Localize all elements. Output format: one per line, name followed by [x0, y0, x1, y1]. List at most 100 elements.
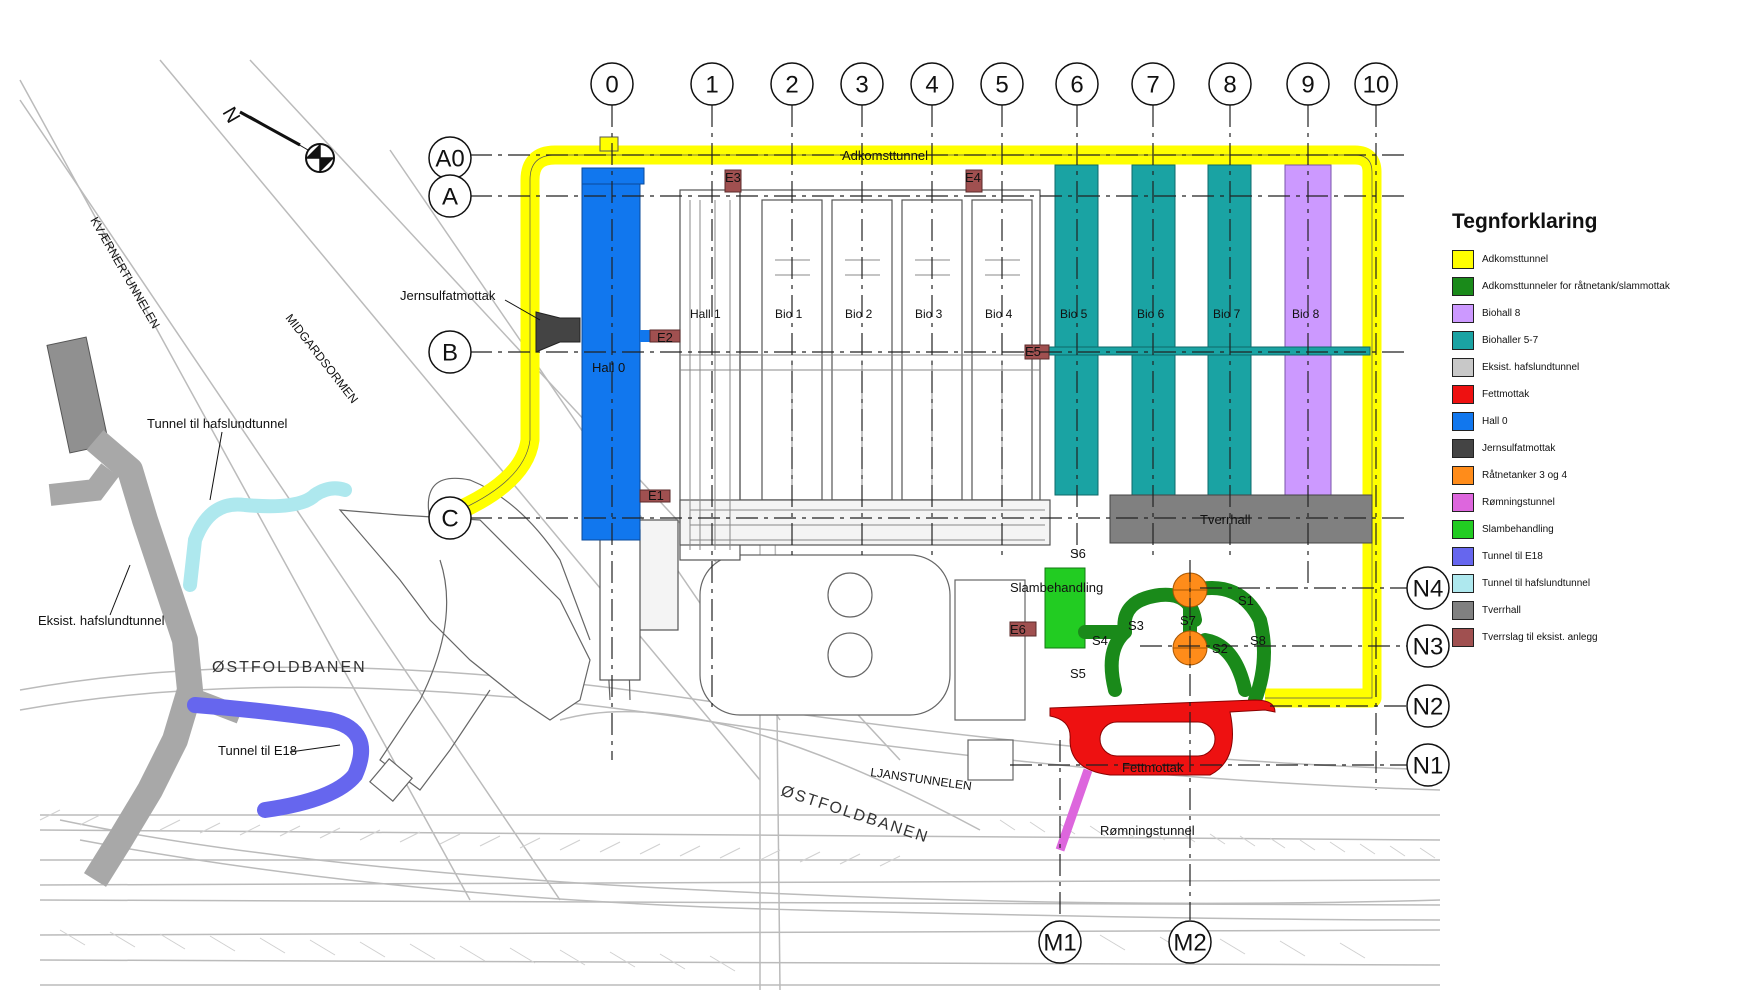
- romningstunnel: [1055, 768, 1093, 852]
- label-tverrhall: Tverrhall: [1200, 512, 1251, 527]
- leader-jernsulfatmottak: [504, 299, 541, 321]
- axis-row-c: C: [441, 506, 458, 533]
- legend-item: Rømningstunnel: [1452, 489, 1742, 516]
- leader-tunnel-e18: [289, 744, 341, 753]
- legend-item: Tunnel til hafslundtunnel: [1452, 570, 1742, 597]
- label-s4: S4: [1092, 633, 1108, 648]
- label-s1: S1: [1238, 593, 1254, 608]
- label-tunnel-hafslund: Tunnel til hafslundtunnel: [147, 416, 288, 431]
- axis-row-n4: N4: [1413, 576, 1444, 603]
- legend-item: Slambehandling: [1452, 516, 1742, 543]
- legend-item: Tunnel til E18: [1452, 543, 1742, 570]
- biohall-8: [1284, 164, 1332, 496]
- tunnel-to-e18: [187, 697, 370, 818]
- label-s2: S2: [1212, 641, 1228, 656]
- biohall-6: [1131, 164, 1176, 496]
- legend-label: Adkomsttunneler for råtnetank/slammottak: [1482, 281, 1670, 292]
- legend-swatch: [1452, 628, 1474, 647]
- grid-axis-columns: 0 1 2 3 4 5 6 7 8 9 10: [590, 62, 1398, 106]
- legend-item: Biohall 8: [1452, 300, 1742, 327]
- label-kvaernertunnelen: KVÆRNERTUNNELEN: [87, 215, 162, 332]
- label-adkomsttunnel: Adkomsttunnel: [842, 148, 928, 163]
- label-e2: E2: [657, 330, 673, 345]
- legend-item: Tverrhall: [1452, 597, 1742, 624]
- grid-axis-rows: A0 A B C: [428, 136, 472, 540]
- legend-item: Tverrslag til eksist. anlegg: [1452, 624, 1742, 651]
- axis-col-10: 10: [1363, 72, 1390, 99]
- label-bio-3: Bio 3: [915, 307, 943, 321]
- legend-swatch: [1452, 547, 1474, 566]
- axis-m2: M2: [1173, 930, 1206, 957]
- legend-item: Fettmottak: [1452, 381, 1742, 408]
- axis-col-4: 4: [925, 72, 938, 99]
- legend-item: Adkomsttunnel: [1452, 246, 1742, 273]
- label-e6: E6: [1010, 622, 1026, 637]
- legend-swatch: [1452, 358, 1474, 377]
- legend-item: Adkomsttunneler for råtnetank/slammottak: [1452, 273, 1742, 300]
- tverrhall: [1109, 494, 1373, 544]
- legend-label: Fettmottak: [1482, 389, 1530, 400]
- tunnel-to-hafslund-tunnel: [183, 481, 352, 592]
- label-eksist-hafslund: Eksist. hafslundtunnel: [38, 613, 165, 628]
- legend-swatch: [1452, 412, 1474, 431]
- axis-col-6: 6: [1070, 72, 1083, 99]
- biohall-7: [1207, 164, 1252, 496]
- label-hall-1: Hall 1: [690, 307, 721, 321]
- label-fettmottak: Fettmottak: [1122, 760, 1184, 775]
- label-bio-7: Bio 7: [1213, 307, 1241, 321]
- legend-swatch: [1452, 439, 1474, 458]
- legend-swatch: [1452, 520, 1474, 539]
- axis-row-n1: N1: [1413, 753, 1444, 780]
- label-bio-4: Bio 4: [985, 307, 1013, 321]
- label-bio-8: Bio 8: [1292, 307, 1320, 321]
- legend-swatch: [1452, 277, 1474, 296]
- grid-axis-bottom: M1 M2: [1038, 920, 1212, 964]
- site-plan-drawing: N Adkomsttunnel Hall 0 Hall 1 Bio 1 Bio …: [19, 59, 1450, 991]
- label-ljanstunnelen: LJANSTUNNELEN: [870, 765, 973, 793]
- label-e4: E4: [965, 170, 981, 185]
- label-jernsulfatmottak: Jernsulfatmottak: [400, 288, 496, 303]
- label-s8: S8: [1250, 633, 1266, 648]
- label-bio-2: Bio 2: [845, 307, 873, 321]
- north-label: N: [218, 104, 244, 128]
- label-s7: S7: [1180, 613, 1196, 628]
- leader-tunnel-hafslund: [209, 431, 223, 501]
- legend-swatch: [1452, 331, 1474, 350]
- axis-col-5: 5: [995, 72, 1008, 99]
- legend-label: Rømningstunnel: [1482, 497, 1555, 508]
- axis-col-3: 3: [855, 72, 868, 99]
- label-bio-6: Bio 6: [1137, 307, 1165, 321]
- legend-label: Tverrslag til eksist. anlegg: [1482, 632, 1598, 643]
- axis-col-2: 2: [785, 72, 798, 99]
- axis-col-1: 1: [705, 72, 718, 99]
- north-arrow: N: [218, 104, 335, 173]
- legend-swatch: [1452, 493, 1474, 512]
- legend-label: Tunnel til hafslundtunnel: [1482, 578, 1591, 589]
- adkomsttunnel-outline: [459, 154, 1373, 699]
- legend-item: Råtnetanker 3 og 4: [1452, 462, 1742, 489]
- fettmottak-inner: [1099, 721, 1216, 757]
- legend-swatch: [1452, 250, 1474, 269]
- legend-title: Tegnforklaring: [1452, 210, 1598, 233]
- legend-item: Eksist. hafslundtunnel: [1452, 354, 1742, 381]
- legend-label: Eksist. hafslundtunnel: [1482, 362, 1580, 373]
- legend-label: Slambehandling: [1482, 524, 1554, 535]
- axis-col-9: 9: [1301, 72, 1314, 99]
- hall-0: [581, 167, 641, 541]
- leader-eksist-hafslund: [109, 564, 131, 616]
- hall-0-top: [581, 167, 645, 185]
- label-e1: E1: [648, 488, 664, 503]
- legend-item: Biohaller 5-7: [1452, 327, 1742, 354]
- legend-label: Adkomsttunnel: [1482, 254, 1549, 265]
- label-romningstunnel: Rømningstunnel: [1100, 823, 1195, 838]
- axis-col-8: 8: [1223, 72, 1236, 99]
- legend-item: Jernsulfatmottak: [1452, 435, 1742, 462]
- label-s6: S6: [1070, 546, 1086, 561]
- axis-m1: M1: [1043, 930, 1076, 957]
- legend-label: Biohall 8: [1482, 308, 1521, 319]
- label-s5: S5: [1070, 666, 1086, 681]
- tverrslag: [639, 169, 1050, 637]
- legend-swatch: [1452, 385, 1474, 404]
